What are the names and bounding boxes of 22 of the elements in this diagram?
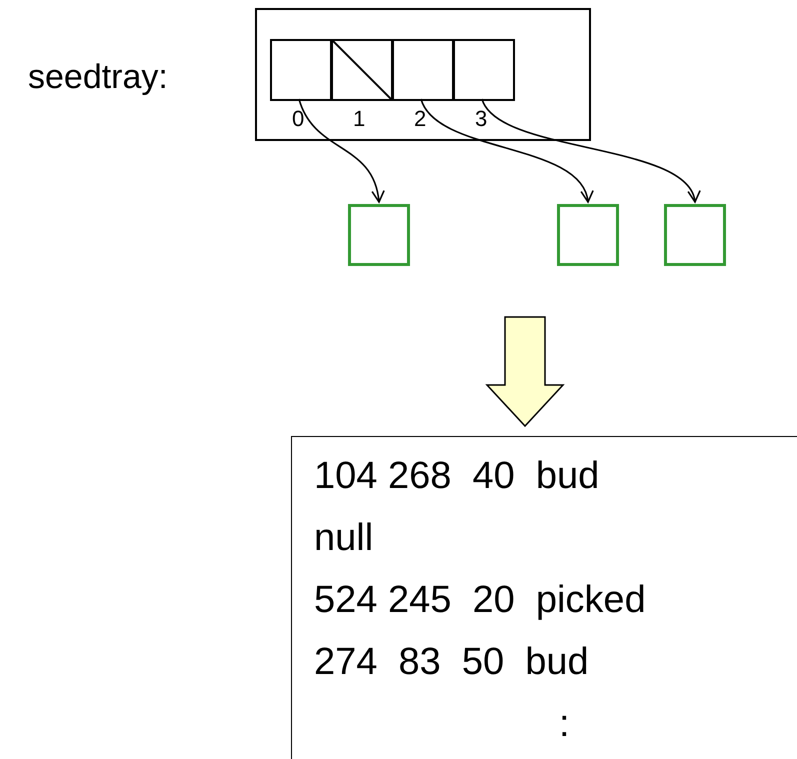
object-box [557, 204, 619, 266]
index-label: 0 [292, 106, 304, 132]
object-box [348, 204, 410, 266]
pointer-arrow [481, 98, 698, 203]
text-line: : [559, 703, 570, 746]
file-listing [291, 436, 797, 759]
text-line: null [314, 517, 374, 560]
array-cell [270, 39, 332, 101]
array-cell [453, 39, 515, 101]
index-label: 1 [353, 106, 366, 132]
variable-label: seedtray: [28, 58, 168, 97]
array-cell [392, 39, 454, 101]
array-box [255, 8, 591, 141]
text-line: 274 83 50 bud [314, 641, 589, 684]
object-box [664, 204, 726, 266]
pointer-arrow [298, 98, 384, 203]
text-line: 524 245 20 picked [314, 579, 646, 622]
index-label: 2 [414, 106, 426, 132]
block-arrow [485, 316, 565, 428]
index-label: 3 [475, 106, 488, 132]
pointer-arrow [420, 98, 592, 203]
text-line: 104 268 40 bud [314, 455, 600, 498]
